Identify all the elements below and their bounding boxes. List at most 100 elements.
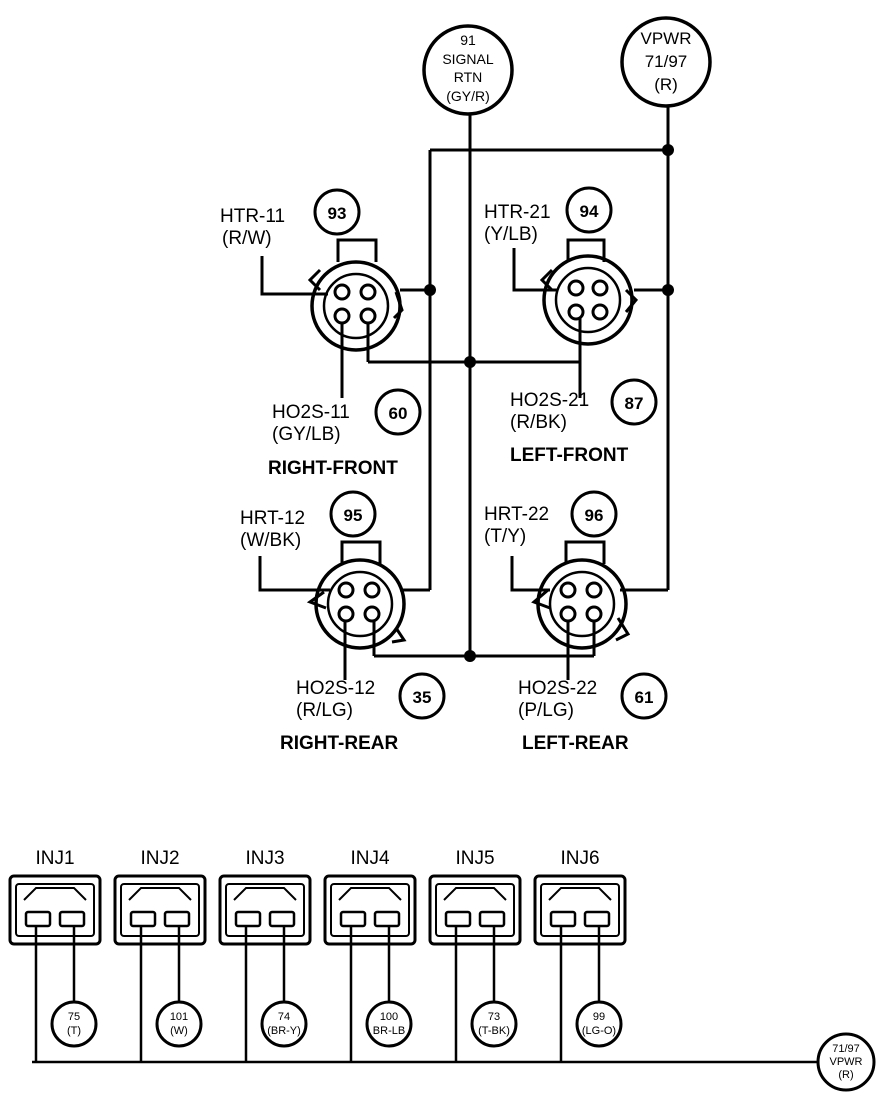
- pin-circle-87: [610, 378, 658, 426]
- injector-latch: [548, 887, 612, 901]
- injector-terminal-right: [268, 910, 296, 928]
- ho2s-11-color: (GY/LB): [272, 424, 341, 445]
- injector-housing: [218, 874, 312, 946]
- injector-inner-housing: [540, 883, 620, 937]
- injector-pin: 75: [68, 1011, 80, 1023]
- injector-wire-color: (W): [170, 1025, 188, 1037]
- signal-rtn-line3: RTN: [454, 69, 483, 85]
- injector-2: INJ2 101 (W): [113, 848, 207, 1062]
- injector-1: INJ1 75 (T): [8, 848, 102, 1062]
- pin-87: 87: [625, 394, 644, 413]
- pin-94: 94: [580, 202, 599, 221]
- injector-pin: 100: [380, 1011, 398, 1023]
- hrt-22-name: HRT-22: [484, 504, 549, 525]
- connector-right-front: [307, 238, 404, 352]
- injector-latch: [338, 887, 402, 901]
- injector-housing: [323, 874, 417, 946]
- htr-21-color: (Y/LB): [484, 224, 538, 245]
- pin-93: 93: [328, 204, 347, 223]
- pin-96: 96: [585, 506, 604, 525]
- injector-wire-color: (LG-O): [582, 1025, 616, 1037]
- injector-6: INJ6 99 (LG-O): [533, 848, 627, 1062]
- pin-circle-95: [329, 490, 377, 538]
- injector-wire-color: (BR-Y): [267, 1025, 301, 1037]
- label-group-left-front: HTR-21 (Y/LB) 94 HO2S-21 (R/BK) 87 LEFT-…: [484, 186, 658, 466]
- injector-section: INJ1 75 (T) INJ2 101 (W) INJ3 74 (BR-Y) INJ4 100BR…: [8, 848, 627, 1062]
- connector-left-rear: [531, 540, 631, 650]
- injector-label: INJ4: [350, 848, 390, 869]
- injector-supply-line1: 71/97: [832, 1043, 860, 1055]
- hrt-12-name: HRT-12: [240, 508, 305, 529]
- injector-wire-color: BR-LB: [373, 1025, 405, 1037]
- injector-pin: 101: [170, 1011, 188, 1023]
- ho2s-22-name: HO2S-22: [518, 678, 597, 699]
- connector-left-front: [539, 238, 639, 346]
- pin-60: 60: [389, 404, 408, 423]
- vpwr-circle: VPWR 71/97 (R): [620, 16, 712, 108]
- injector-pin: 74: [278, 1011, 290, 1023]
- pin-circle-35: [398, 672, 446, 720]
- injector-terminal-right: [583, 910, 611, 928]
- ho2s-11-name: HO2S-11: [272, 402, 350, 423]
- injector-terminal-right: [163, 910, 191, 928]
- signal-rtn-circle: 91 SIGNAL RTN (GY/R): [422, 24, 514, 116]
- injector-label: INJ5: [455, 848, 494, 869]
- injector-terminal-left: [444, 910, 472, 928]
- signal-rtn-line1: 91: [460, 32, 476, 48]
- pin-95: 95: [344, 506, 363, 525]
- injector-terminal-right: [58, 910, 86, 928]
- injector-supply-line3: (R): [838, 1069, 853, 1081]
- pin-circle-93: [313, 188, 361, 236]
- pin-circle-60: [374, 388, 422, 436]
- injector-inner-housing: [330, 883, 410, 937]
- injector-3: INJ3 74 (BR-Y): [218, 848, 312, 1062]
- hrt-22-color: (T/Y): [484, 526, 526, 547]
- injector-inner-housing: [15, 883, 95, 937]
- htr-11-color: (R/W): [222, 228, 272, 249]
- hrt-12-color: (W/BK): [240, 530, 301, 551]
- injector-terminal-left: [549, 910, 577, 928]
- pin-circle-61: [620, 672, 668, 720]
- injector-label: INJ6: [560, 848, 599, 869]
- injector-label: INJ2: [140, 848, 179, 869]
- injector-pin: 99: [593, 1011, 605, 1023]
- ho2s-21-color: (R/BK): [510, 412, 567, 433]
- injector-wire-color: (T-BK): [478, 1025, 510, 1037]
- ho2s-21-name: HO2S-21: [510, 390, 589, 411]
- connector-right-rear: [306, 540, 407, 650]
- position-right-front: RIGHT-FRONT: [268, 458, 398, 479]
- injector-terminal-right: [478, 910, 506, 928]
- injector-housing: [533, 874, 627, 946]
- injector-terminal-left: [234, 910, 262, 928]
- injector-wire-color: (T): [67, 1025, 81, 1037]
- htr-21-name: HTR-21: [484, 202, 551, 223]
- injector-terminal-left: [129, 910, 157, 928]
- injector-pin-circle: [155, 1000, 203, 1048]
- position-left-rear: LEFT-REAR: [522, 733, 629, 754]
- injector-latch: [128, 887, 192, 901]
- label-group-right-front: HTR-11 (R/W) 93 HO2S-11 (GY/LB) 60 RIGHT…: [220, 188, 422, 479]
- pin-35: 35: [413, 688, 432, 707]
- injector-pin-circle: [470, 1000, 518, 1048]
- label-group-left-rear: HRT-22 (T/Y) 96 HO2S-22 (P/LG) 61 LEFT-R…: [484, 490, 668, 754]
- injector-housing: [113, 874, 207, 946]
- position-right-rear: RIGHT-REAR: [280, 733, 399, 754]
- position-left-front: LEFT-FRONT: [510, 445, 629, 466]
- htr-11-name: HTR-11: [220, 206, 285, 227]
- injector-pin-circle: [365, 1000, 413, 1048]
- injector-5: INJ5 73 (T-BK): [428, 848, 522, 1062]
- junction-dots: [424, 144, 674, 662]
- injector-latch: [23, 887, 87, 901]
- injector-terminal-right: [373, 910, 401, 928]
- injector-pin-circle: [260, 1000, 308, 1048]
- injector-label: INJ3: [245, 848, 284, 869]
- injector-terminal-left: [339, 910, 367, 928]
- injector-label: INJ1: [35, 848, 74, 869]
- pin-61: 61: [635, 688, 654, 707]
- injector-pin: 73: [488, 1011, 500, 1023]
- signal-rtn-line4: (GY/R): [446, 88, 490, 104]
- injector-terminal-left: [24, 910, 52, 928]
- ho2s-12-color: (R/LG): [296, 700, 353, 721]
- injector-housing: [8, 874, 102, 946]
